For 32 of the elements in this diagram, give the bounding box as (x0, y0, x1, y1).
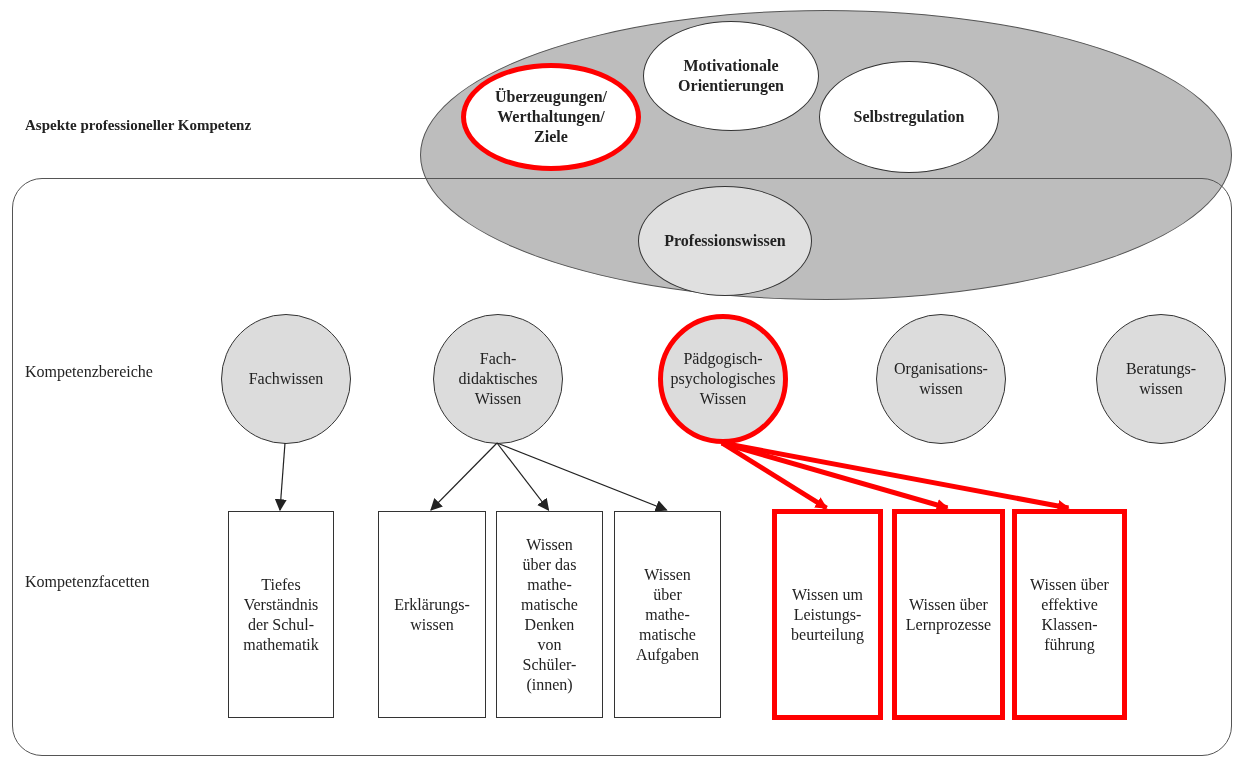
node-label: Organisations- wissen (893, 359, 989, 399)
node-label: Wissen über mathe- matische Aufgaben (634, 564, 701, 665)
node-label: Wissen über Lernprozesse (904, 594, 993, 635)
node-label: Wissen über effektive Klassen- führung (1029, 574, 1110, 655)
node-label: Selbstregulation (852, 107, 966, 127)
aspect-ellipse (643, 21, 819, 131)
node-label: Fach- didaktisches Wissen (457, 349, 539, 409)
facet-box (772, 509, 883, 720)
row-label: Kompetenzbereiche (25, 362, 153, 383)
node-label: Überzeugungen/ Werthaltungen/ Ziele (494, 87, 608, 147)
arrow (496, 442, 550, 511)
row-label: Kompetenzfacetten (25, 572, 150, 593)
node-label: Erklärungs- wissen (393, 594, 471, 635)
facet-box (378, 511, 486, 718)
node-label: Wissen um Leistungs- beurteilung (790, 584, 865, 645)
node-label: Fachwissen (247, 369, 325, 389)
node-label: Professionswissen (663, 231, 787, 251)
node-label: Tiefes Verständnis der Schul- mathematik (242, 574, 320, 655)
node-label: Wissen über das mathe- matische Denken von Schüler- (innen) (520, 534, 579, 695)
node-label: Motivationale Orientierungen (677, 56, 785, 96)
facet-box (496, 511, 603, 718)
arrow (721, 440, 1070, 512)
arrow (274, 442, 287, 512)
facet-box (228, 511, 334, 718)
facet-box (614, 511, 721, 718)
arrow (496, 442, 668, 512)
arrow (430, 442, 498, 511)
node-label: Beratungs- wissen (1124, 359, 1198, 399)
facet-box (892, 509, 1005, 720)
facet-box (1012, 509, 1127, 720)
row-label: Aspekte professioneller Kompetenz (25, 116, 252, 135)
node-label: Pädgogisch- psychologisches Wissen (669, 349, 777, 409)
